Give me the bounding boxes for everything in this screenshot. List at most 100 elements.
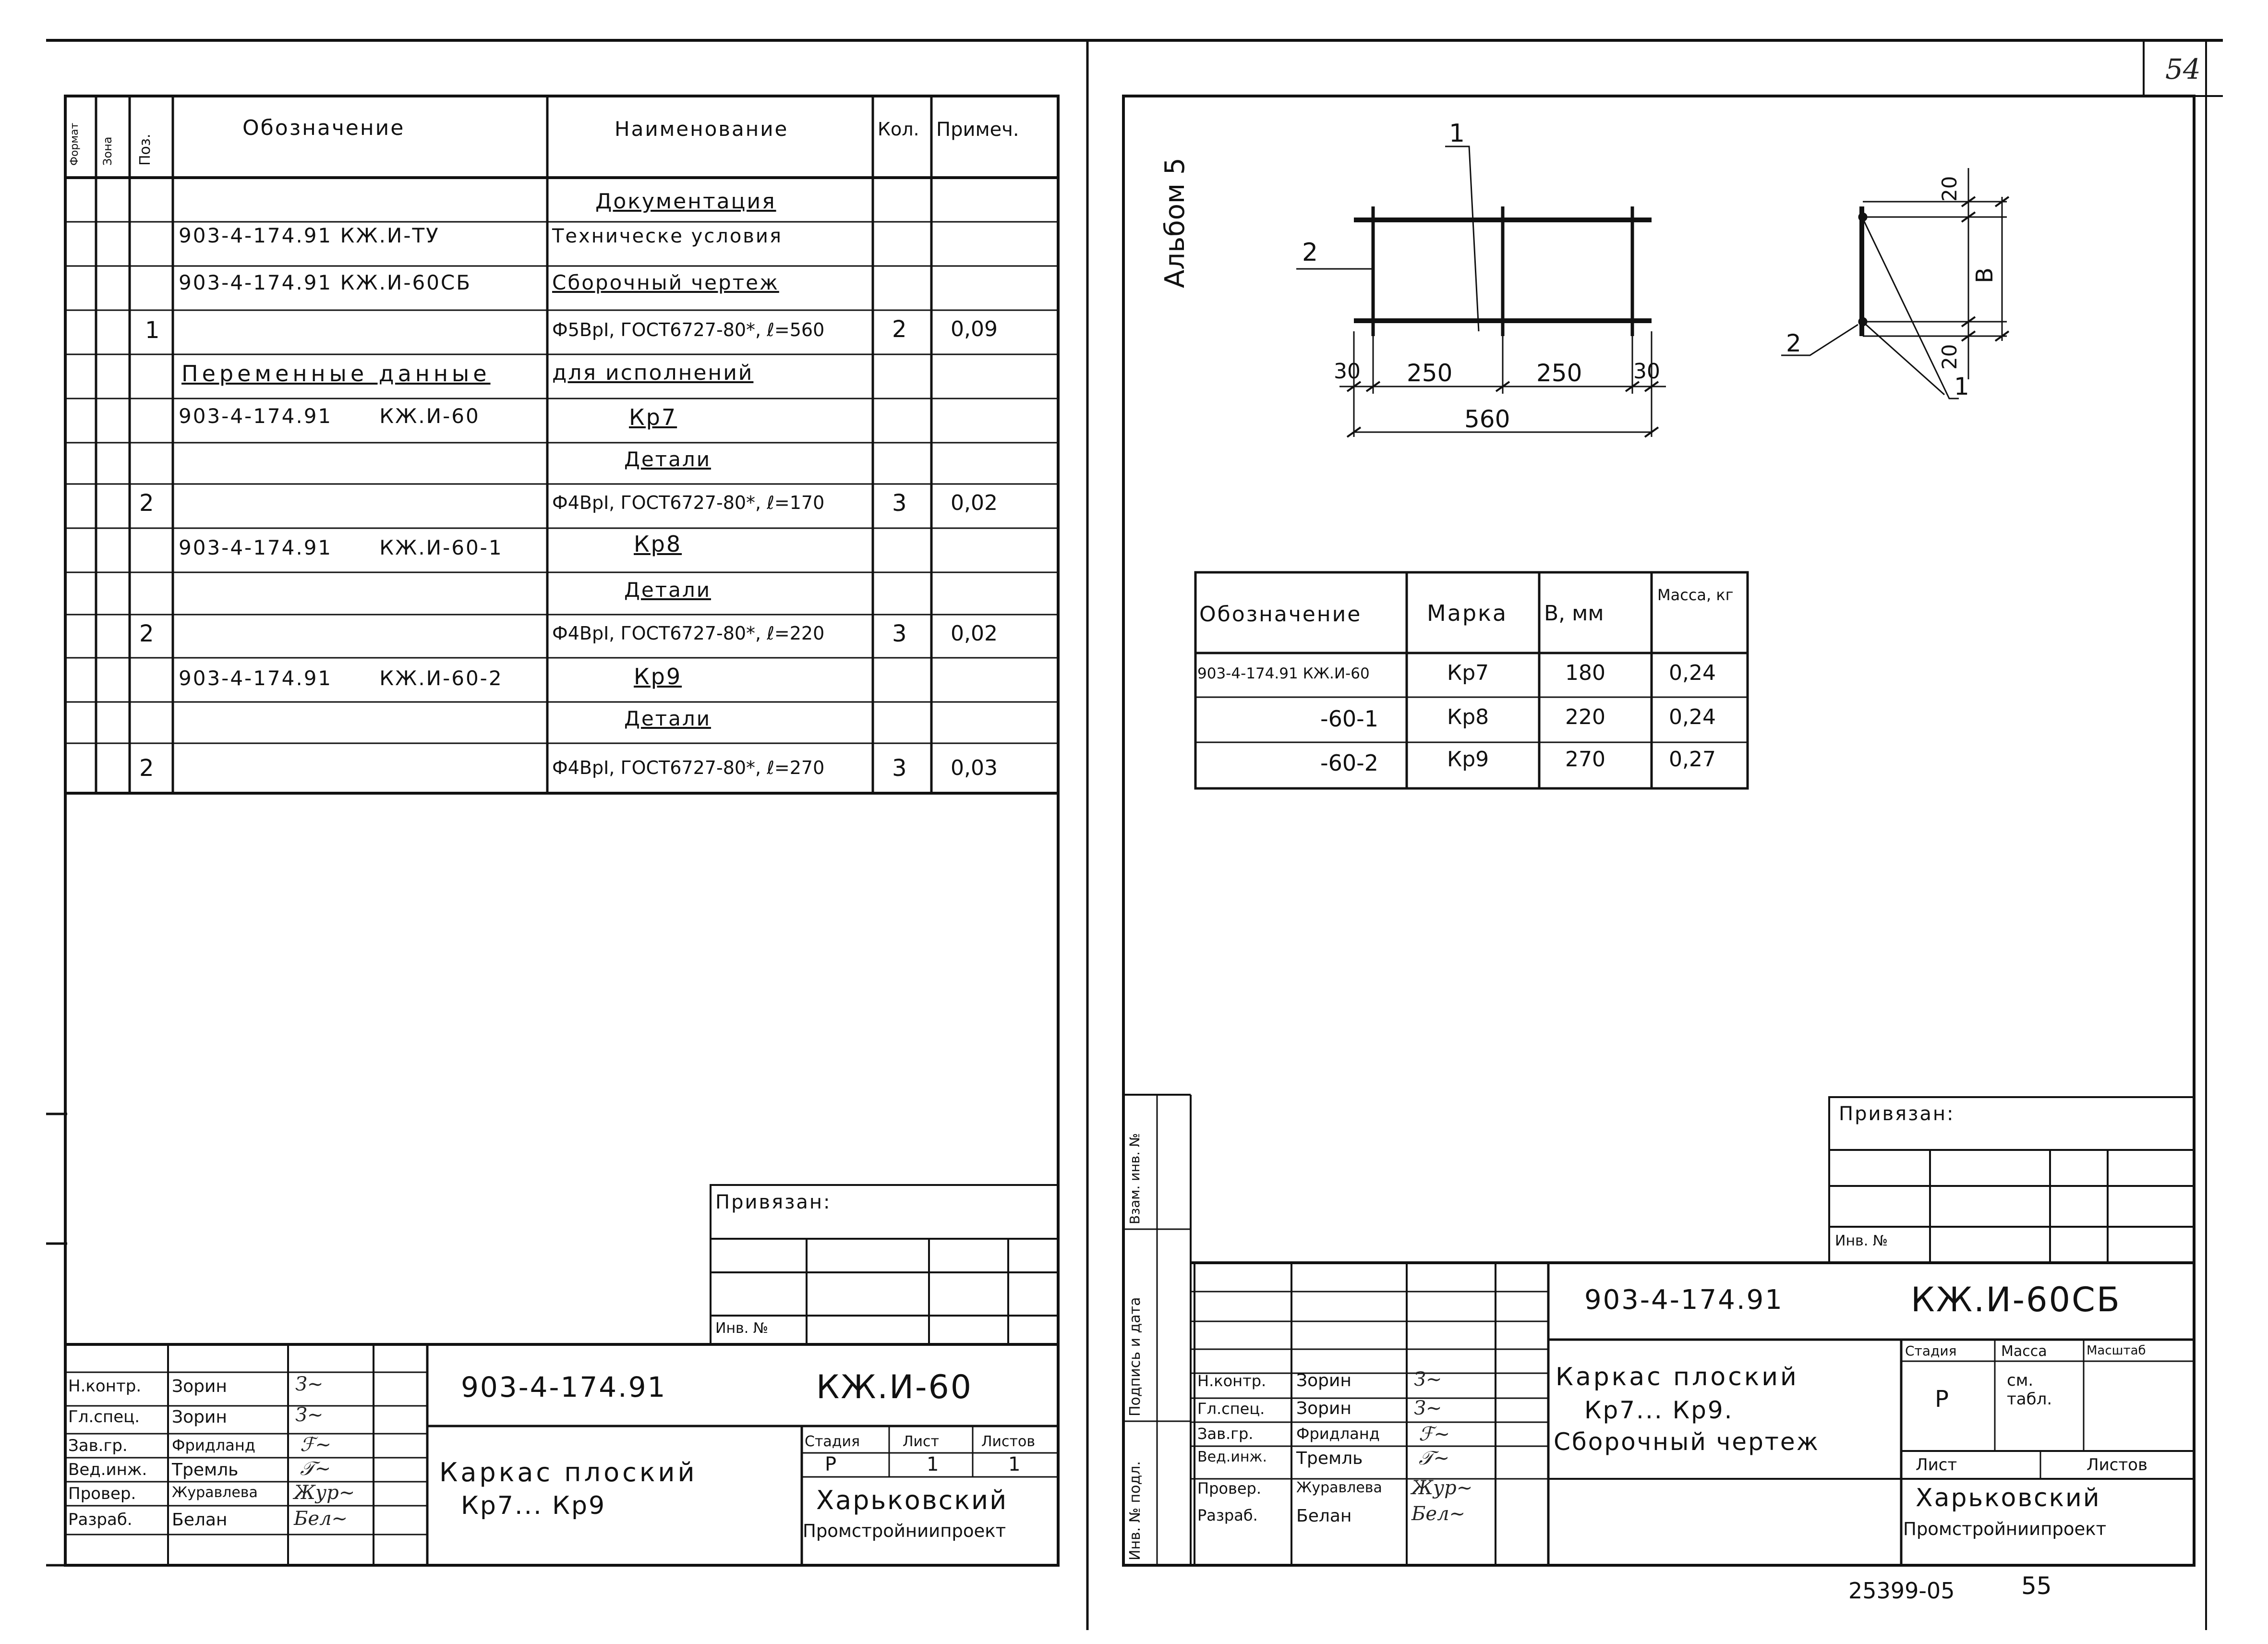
left-inv-no-label: Инв. № [715, 1320, 769, 1337]
right-tb-scale-h: Масштаб [2087, 1343, 2146, 1358]
dim-250-b: 250 [1536, 359, 1582, 387]
side-stamp-inv-podl: Инв. № подл. [1127, 1461, 1144, 1560]
right-tb-sheet-h: Лист [1916, 1455, 1957, 1475]
signature-r-fridland: ℱ~ [1419, 1423, 1450, 1445]
signature-treml: 𝒯~ [300, 1458, 331, 1480]
spec-row-4-name: Ф5ВрI, ГОСТ6727-80*, ℓ=560 [552, 319, 825, 340]
dim-560: 560 [1464, 405, 1510, 433]
left-tb-role-4: Вед.инж. [68, 1460, 147, 1479]
mark-row-2-mass: 0,24 [1669, 705, 1716, 729]
spec-row-14-note: 0,03 [951, 756, 998, 780]
left-tb-sheet-h: Лист [903, 1433, 940, 1450]
left-tb-name-1: Зорин [172, 1377, 227, 1396]
left-tb-org-line2: Промстройниипроект [803, 1521, 1006, 1541]
right-tb-role-6: Разраб. [1197, 1506, 1258, 1524]
left-tb-name-2: Зорин [172, 1407, 227, 1427]
right-tb-name-5: Журавлева [1296, 1479, 1382, 1496]
signature-r-treml: 𝒯~ [1419, 1447, 1450, 1469]
left-tb-role-2: Гл.спец. [68, 1407, 140, 1426]
mark-row-1-designation: 903-4-174.91 КЖ.И-60 [1197, 665, 1370, 682]
callout-1-top: 1 [1449, 119, 1465, 148]
spec-row-14-pos: 2 [139, 755, 154, 782]
mark-table-h-b: В, мм [1544, 601, 1604, 626]
spec-row-2-name: Техническе условия [552, 225, 783, 247]
mark-row-2-designation: -60-1 [1320, 706, 1378, 732]
callout-2-section: 2 [1786, 329, 1801, 357]
left-tb-role-5: Провер. [68, 1484, 136, 1503]
right-tb-stage: Р [1935, 1386, 1949, 1413]
right-tb-role-4: Вед.инж. [1197, 1449, 1267, 1465]
spec-row-12-designation: 903-4-174.91 КЖ.И-60-2 [179, 666, 503, 690]
left-tb-sheets-h: Листов [981, 1433, 1036, 1450]
right-tb-role-1: Н.контр. [1197, 1372, 1267, 1390]
right-tb-title-line2: Кр7... Кр9. [1584, 1396, 1734, 1424]
spec-row-14-name: Ф4ВрI, ГОСТ6727-80*, ℓ=270 [552, 757, 825, 778]
right-inv-no-label: Инв. № [1835, 1233, 1888, 1249]
left-tb-title-line2: Кр7... Кр9 [461, 1491, 606, 1520]
right-tb-org-line1: Харьковский [1916, 1484, 2101, 1512]
spec-row-8-name: Ф4ВрI, ГОСТ6727-80*, ℓ=170 [552, 492, 825, 513]
signature-zhuravleva: Жур~ [294, 1482, 355, 1504]
spec-header-pos: Поз. [137, 133, 154, 166]
callout-2-left: 2 [1302, 238, 1318, 267]
left-tb-role-1: Н.контр. [68, 1377, 142, 1396]
side-dim-b: В [1971, 267, 1998, 283]
mark-row-2-b: 220 [1565, 705, 1605, 729]
left-tb-sheet: 1 [927, 1453, 939, 1475]
mark-row-1-b: 180 [1565, 661, 1605, 685]
footer-page: 55 [2021, 1572, 2052, 1600]
frame-plan-drawing [1296, 145, 1666, 438]
spec-row-11-qty: 3 [892, 620, 907, 647]
dim-30-right: 30 [1633, 359, 1660, 384]
left-tb-stage: Р [825, 1453, 837, 1475]
right-tb-role-5: Провер. [1197, 1479, 1261, 1498]
right-tb-stage-h: Стадия [1905, 1343, 1957, 1359]
spec-row-12-name: Кр9 [634, 664, 682, 689]
mark-row-1-mass: 0,24 [1669, 661, 1716, 685]
spec-row-9-designation: 903-4-174.91 КЖ.И-60-1 [179, 536, 503, 559]
spec-header-designation: Обозначение [242, 116, 405, 140]
mark-row-3-mass: 0,27 [1669, 747, 1716, 772]
spec-header-zone: Зона [101, 136, 114, 166]
mark-table-h-mark: Марка [1427, 600, 1508, 626]
right-tb-name-3: Фридланд [1296, 1425, 1380, 1443]
mark-row-3-designation: -60-2 [1320, 750, 1378, 776]
spec-row-11-note: 0,02 [951, 621, 998, 646]
dim-30-left: 30 [1334, 359, 1361, 384]
right-tb-sheets-h: Листов [2087, 1455, 2148, 1475]
signature-belan: Бел~ [294, 1508, 348, 1530]
left-tb-sheets: 1 [1008, 1453, 1021, 1475]
spec-row-3-designation: 903-4-174.91 КЖ.И-60СБ [179, 271, 472, 294]
mark-row-2-mark: Кр8 [1447, 705, 1489, 729]
frame-section-drawing [1781, 168, 2010, 399]
signature-r-zorin-1: З~ [1414, 1368, 1442, 1390]
right-tb-name-4: Тремль [1296, 1449, 1363, 1468]
dim-250-a: 250 [1407, 359, 1453, 387]
right-tb-name-6: Белан [1296, 1506, 1352, 1526]
mark-row-3-mark: Кр9 [1447, 747, 1489, 772]
right-tb-mass-h: Масса [2001, 1343, 2047, 1360]
page-number: 54 [2165, 53, 2201, 85]
side-stamp-podpis: Подпись и дата [1127, 1297, 1144, 1417]
right-tb-mark: КЖ.И-60СБ [1911, 1280, 2121, 1319]
spec-row-11-pos: 2 [139, 620, 154, 647]
footer-doc-number: 25399-05 [1848, 1578, 1955, 1604]
left-tb-role-3: Зав.гр. [68, 1436, 128, 1455]
left-tb-stage-h: Стадия [805, 1433, 860, 1450]
spec-row-13-name: Детали [624, 707, 711, 730]
signature-r-belan: Бел~ [1411, 1503, 1466, 1525]
signature-zorin-1: З~ [295, 1373, 324, 1395]
right-tb-mass: см. табл. [2007, 1371, 2052, 1409]
left-tb-mark: КЖ.И-60 [816, 1368, 973, 1406]
left-tb-name-3: Фридланд [172, 1436, 255, 1454]
mark-row-1-mark: Кр7 [1447, 661, 1489, 685]
spec-row-1-name: Документация [595, 189, 776, 214]
spec-row-8-note: 0,02 [951, 491, 998, 515]
spec-row-11-name: Ф4ВрI, ГОСТ6727-80*, ℓ=220 [552, 623, 825, 644]
left-tb-name-5: Журавлева [172, 1484, 258, 1501]
left-tb-doc-code: 903-4-174.91 [461, 1371, 667, 1403]
signature-zorin-2: З~ [295, 1404, 324, 1426]
right-tb-org-line2: Промстройниипроект [1903, 1519, 2107, 1539]
left-tb-name-6: Белан [172, 1510, 228, 1530]
right-tb-role-3: Зав.гр. [1197, 1425, 1254, 1443]
